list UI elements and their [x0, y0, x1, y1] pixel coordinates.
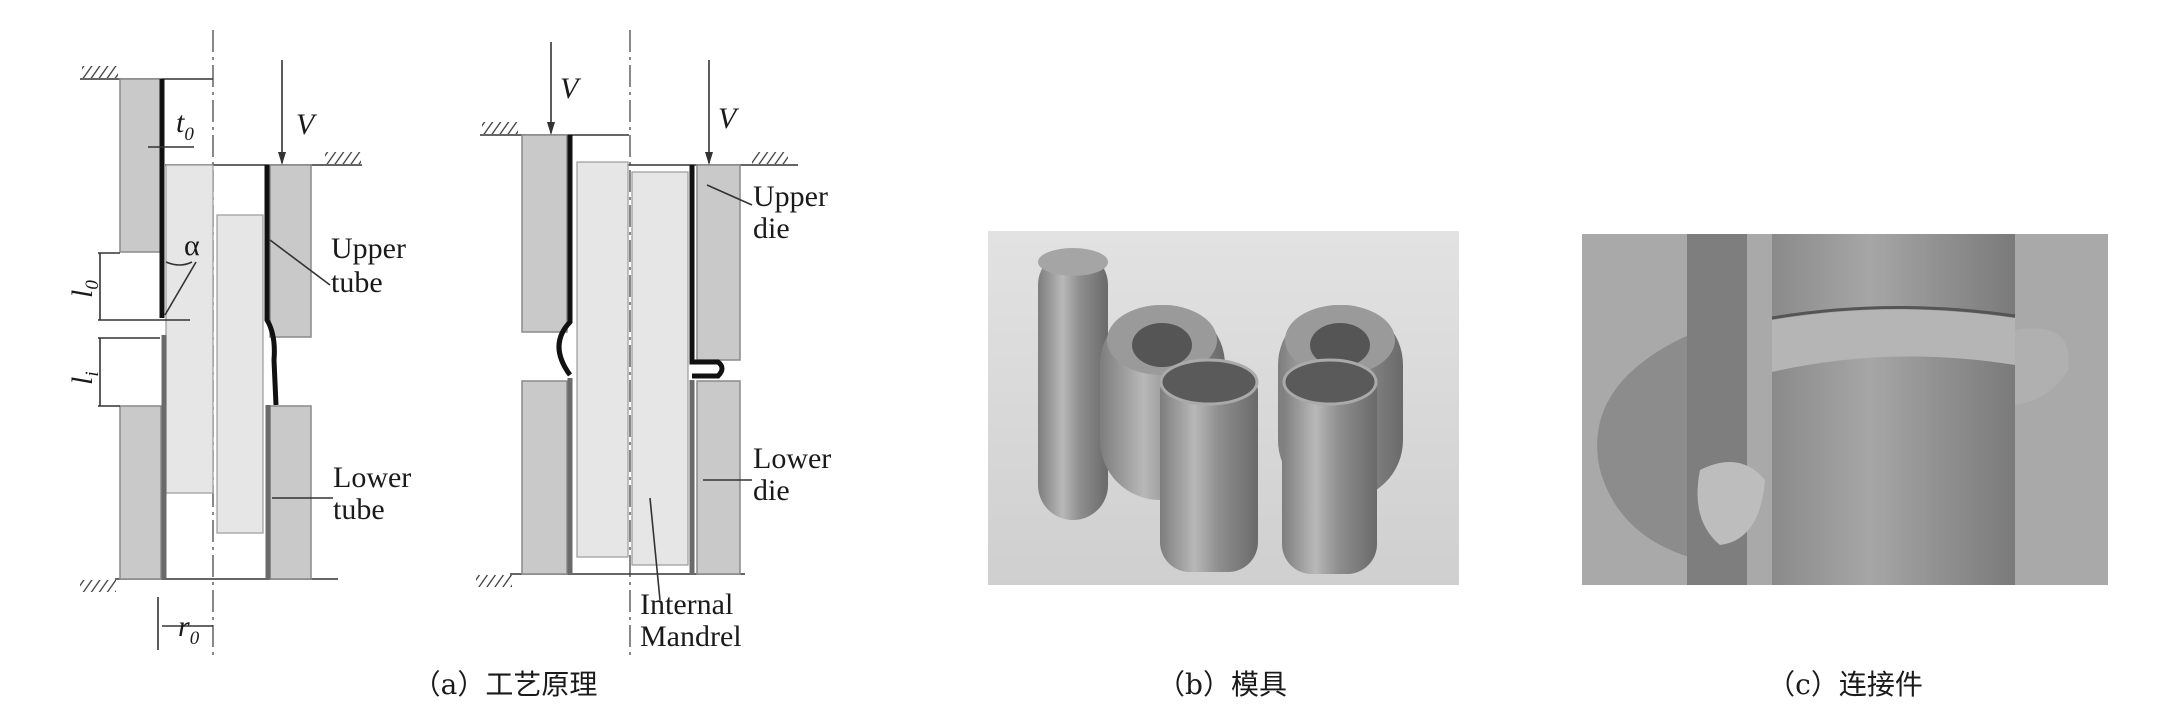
upper-tube-label: tube — [331, 266, 383, 299]
lower-left-die — [521, 380, 568, 575]
caption-b: （b）模具 — [1157, 668, 1287, 701]
fixed-support-hatch — [82, 66, 118, 78]
lower-die — [696, 380, 741, 575]
lower-die-label: Lower — [753, 442, 831, 475]
upper-die-label: Upper — [753, 180, 828, 213]
lower-die-label: die — [753, 474, 790, 507]
upper-die-label: die — [753, 212, 790, 245]
tube-interior — [165, 164, 214, 494]
lower-left-die — [119, 405, 162, 580]
upper-die — [696, 164, 741, 361]
formed-flange — [689, 165, 725, 379]
velocity-label: V — [718, 102, 740, 135]
initial-gap-label: l0 — [66, 280, 103, 298]
radius-label: r0 — [178, 610, 200, 649]
diagram-formed-state: V V Upper die Lower die Internal Mandrel — [476, 30, 831, 655]
mandrel-label: Internal — [640, 588, 733, 621]
diagram-initial-state: t0 V α l0 li r0 Upper tube Lower tube — [66, 30, 411, 655]
lower-tube-label: Lower — [333, 461, 411, 494]
lower-right-die — [269, 405, 312, 580]
fixed-support-hatch — [325, 152, 361, 164]
tube-interior — [576, 161, 629, 558]
upper-tube-wall — [264, 165, 279, 406]
die-cylinder — [1282, 362, 1377, 574]
upper-left-die — [521, 134, 568, 333]
angle-label: α — [184, 229, 200, 262]
flange — [1597, 330, 1700, 560]
formed-tube-wall — [556, 135, 573, 377]
upper-left-die — [119, 78, 162, 253]
velocity-label: V — [560, 72, 582, 105]
free-length-label: li — [66, 371, 103, 385]
lower-tube-label: tube — [333, 493, 385, 526]
upper-right-die — [269, 164, 312, 338]
velocity-label: V — [296, 108, 318, 141]
caption-c: （c）连接件 — [1767, 668, 1923, 701]
fixed-support-hatch — [80, 580, 116, 592]
die-cylinder — [1038, 250, 1108, 520]
thickness-label: t0 — [176, 106, 194, 145]
caption-a: （a）工艺原理 — [413, 668, 598, 701]
photo-joint — [1582, 234, 2108, 585]
main-tube — [1772, 234, 2015, 585]
tube-interior — [216, 214, 264, 534]
die-cylinder — [1160, 362, 1258, 572]
mandrel-label: Mandrel — [640, 620, 742, 653]
photo-dies — [988, 231, 1459, 585]
internal-mandrel — [631, 171, 689, 566]
upper-tube-label: Upper — [331, 232, 406, 265]
